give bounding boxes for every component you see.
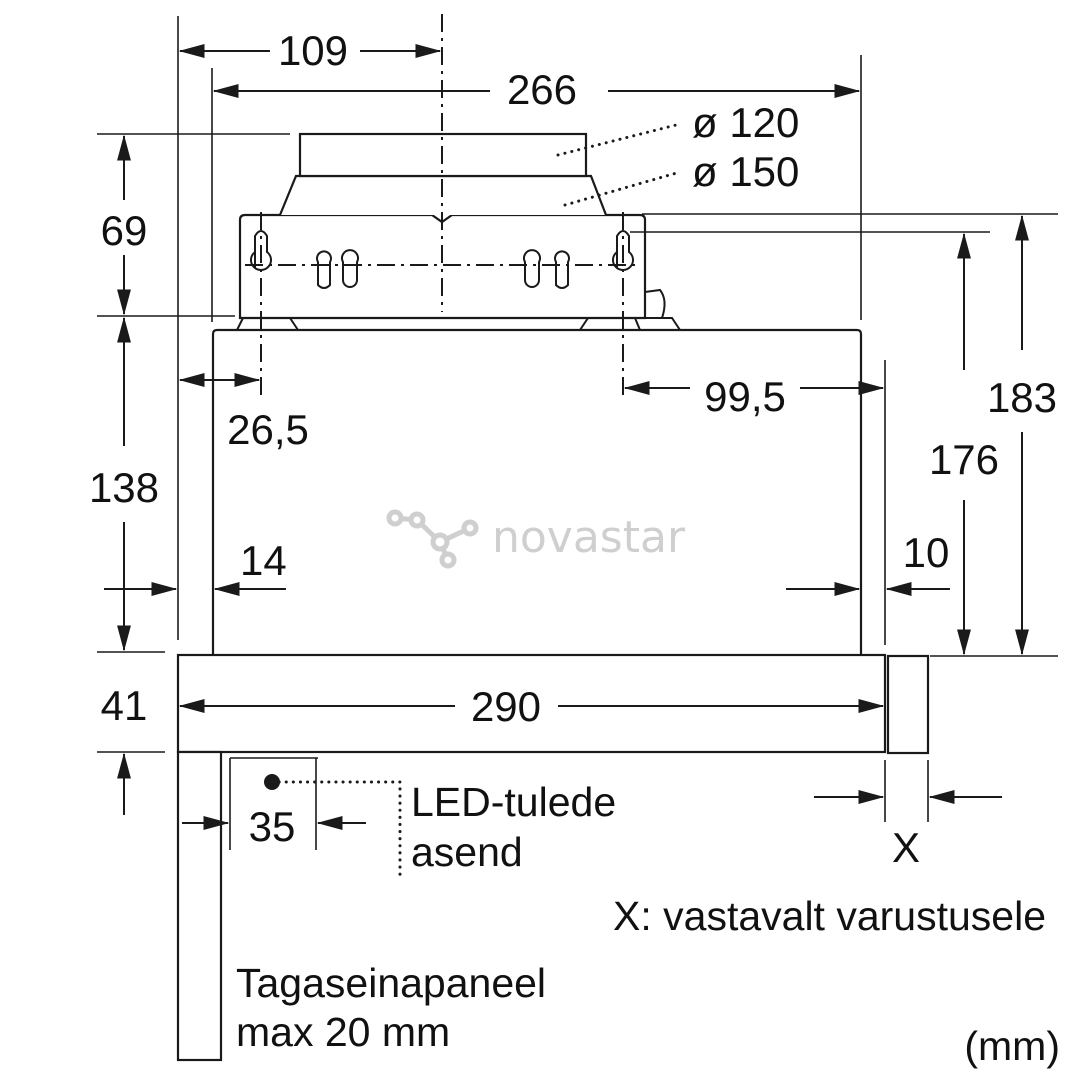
dim-d120-label: ø 120 (692, 99, 799, 146)
dim-99-5-label: 99,5 (704, 373, 786, 420)
extension-panel (886, 654, 930, 755)
housing-foot-left (236, 317, 299, 331)
led-position-marker (264, 774, 280, 790)
dim-14-label: 14 (240, 537, 287, 584)
housing-knob (644, 288, 666, 319)
dim-d150-label: ø 150 (692, 148, 799, 195)
keyhole-slot (523, 249, 541, 288)
annotation-labels: LED-tulede asend X X: vastavalt varustus… (236, 779, 1060, 1069)
dim-183-label: 183 (987, 374, 1057, 421)
dim-176-label: 176 (929, 436, 999, 483)
dim-26-5-label: 26,5 (227, 406, 309, 453)
dim-69-label: 69 (101, 207, 148, 254)
unit-label: (mm) (964, 1023, 1060, 1069)
panel-label-line2: max 20 mm (236, 1009, 450, 1055)
led-label-line2: asend (411, 829, 523, 875)
back-wall-panel (176, 750, 223, 1062)
panel-label-line1: Tagaseinapaneel (236, 960, 546, 1006)
keyhole-slot (316, 250, 332, 289)
keyhole-slot (554, 250, 570, 289)
front-panel (176, 653, 887, 754)
dimension-labels: 109 266 ø 120 ø 150 69 138 41 183 176 26… (89, 27, 1057, 850)
leader-led (270, 780, 402, 882)
x-marker-label: X (892, 824, 920, 871)
x-note-label: X: vastavalt varustusele (613, 893, 1046, 939)
watermark-text: novastar (492, 512, 686, 563)
dimension-lines (104, 44, 1029, 830)
keyhole-slot (250, 230, 272, 271)
housing-foot-right (579, 317, 641, 331)
watermark-logo-icon (386, 509, 479, 569)
housing-knob-base (645, 317, 681, 331)
dim-290-label: 290 (471, 683, 541, 730)
keyhole-slots (250, 230, 634, 289)
dim-138-label: 138 (89, 464, 159, 511)
dim-41-label: 41 (101, 682, 148, 729)
dim-35-label: 35 (249, 803, 296, 850)
led-label-line1: LED-tulede (411, 779, 616, 825)
keyhole-slot (341, 249, 359, 288)
dim-10-label: 10 (903, 529, 950, 576)
hood-body (211, 328, 863, 655)
hood-outline (176, 132, 930, 1062)
dim-266-label: 266 (507, 66, 577, 113)
leader-d150 (563, 170, 682, 207)
motor-housing (238, 213, 647, 320)
leader-d120 (556, 122, 682, 157)
leader-lines (264, 122, 682, 882)
dim-109-label: 109 (278, 27, 348, 74)
watermark: novastar (386, 509, 686, 569)
extension-lines (97, 16, 1058, 850)
keyhole-slot (612, 230, 634, 271)
center-lines (245, 14, 640, 395)
